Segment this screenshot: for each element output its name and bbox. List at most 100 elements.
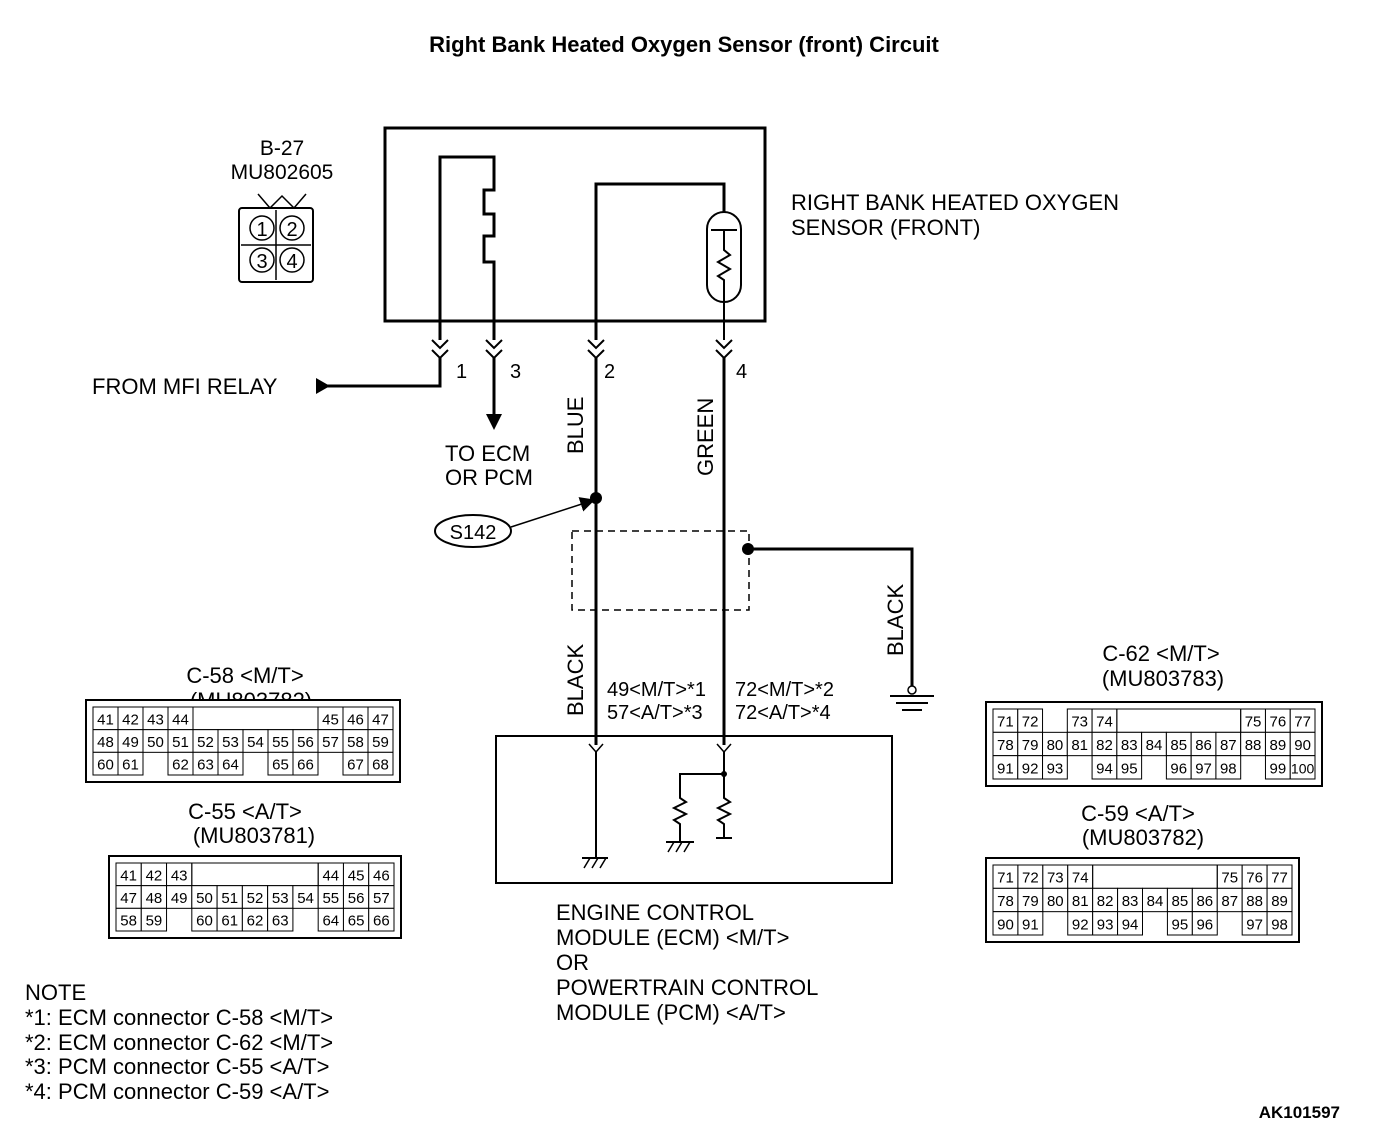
connector-cell [1117,911,1144,936]
connector-pin-number: 93 [1047,760,1064,777]
connector-pin-number: 72 [1022,714,1039,731]
connector-pin-number: 44 [322,867,339,884]
connector-pin-number: 49 [171,890,188,907]
to-ecm-arrow-icon [486,414,502,430]
connector-pin-number: 51 [221,890,238,907]
connector-pin-number: 94 [1096,760,1113,777]
connector-pin-number: 92 [1022,760,1039,777]
connector-pin-number: 86 [1195,737,1212,754]
connector-pin-number: 62 [172,757,189,774]
connector-pin-number: 59 [372,734,389,751]
connector-pin-number: 97 [1195,760,1212,777]
connector-pin-number: 41 [120,867,137,884]
ecm-label-line2: MODULE (ECM) <M/T> [556,925,789,950]
connector-pin-number: 74 [1096,714,1113,731]
connector-pin-1 [249,215,275,241]
sensor-pin-chevrons: 1 3 2 4 [431,339,747,383]
c62-name: C-62 <M/T> [1102,641,1219,666]
connector-pin-number: 100 [1291,760,1315,776]
connector-pin-number: 42 [122,711,139,728]
connector-pin-number: 65 [348,913,365,930]
connector-pin-number: 43 [147,711,164,728]
c58-name: C-58 <M/T> [186,663,303,688]
connector-pin-number: 99 [1270,760,1287,777]
connector-pin-number: 94 [1122,916,1139,933]
to-ecm-wire: TO ECM OR PCM [445,358,533,490]
ecm-terminal-left [588,743,604,754]
ecm-label-line1: ENGINE CONTROL [556,900,754,925]
connector-pin-number: 97 [1246,916,1263,933]
connector-pin-number: 68 [372,757,389,774]
connector-cell [1042,755,1068,780]
c59-part: (MU803782) [1082,825,1204,850]
note-3: *3: PCM connector C-55 <A/T> [25,1054,329,1079]
connector-pin-number: 76 [1246,870,1263,887]
connector-pin-number: 59 [146,913,163,930]
connector-pin-2-label: 2 [286,219,297,241]
chevron-pin-3 [485,339,503,360]
connector-pin-number: 54 [247,734,264,751]
black-wire-label-right: BLACK [883,584,908,656]
blue-wire-label: BLUE [563,397,588,454]
connector-pin-number: 84 [1147,893,1164,910]
connector-pin-number: 93 [1097,916,1114,933]
connector-pin-number: 83 [1121,737,1138,754]
connector-pin-number: 85 [1170,737,1187,754]
connector-pin-number: 60 [97,757,114,774]
ecm-internal-resistor-left [671,752,725,842]
connector-pin-number: 90 [1294,737,1311,754]
connector-pin-number: 78 [997,737,1014,754]
splice-badge [434,514,512,548]
ecm-ground-hatch [583,857,607,869]
connector-pin-number: 88 [1245,737,1262,754]
connector-pin-number: 60 [196,913,213,930]
pin-3-label: 3 [510,361,521,383]
figure-code: AK101597 [1259,1103,1340,1122]
connector-pin-number: 61 [122,757,139,774]
connector-pin-number: 92 [1072,916,1089,933]
connector-pin-4-label: 4 [286,251,297,273]
connector-pin-number: 79 [1022,893,1039,910]
connector-pin-number: 98 [1271,916,1288,933]
note-2: *2: ECM connector C-62 <M/T> [25,1030,333,1055]
connector-pin-number: 71 [997,714,1014,731]
connector-pin-number: 63 [272,913,289,930]
connector-pin-number: 54 [297,890,314,907]
shield-group: BLACK [571,530,934,711]
ecm-label-line4: POWERTRAIN CONTROL [556,975,818,1000]
connector-pin-number: 49 [122,734,139,751]
connector-pin-number: 89 [1270,737,1287,754]
connector-cell [217,751,244,776]
connector-pin-number: 41 [97,711,114,728]
diagram-title: Right Bank Heated Oxygen Sensor (front) … [429,32,939,57]
connector-cell [292,751,319,776]
connector-pin-number: 78 [997,893,1014,910]
connector-pin-number: 51 [172,734,189,751]
connector-pin-number: 58 [347,734,364,751]
connector-pin-4 [279,247,305,273]
connector-pin-number: 91 [997,760,1014,777]
connector-pin-number: 42 [146,867,163,884]
connector-pin-number: 50 [196,890,213,907]
connector-cell [367,751,394,776]
ecm-internal-resistor-right [715,774,733,838]
connector-cell [1289,755,1316,780]
black-wire-label-left: BLACK [563,644,588,716]
connector-pin-number: 50 [147,734,164,751]
connector-pin-number: 61 [221,913,238,930]
connector-pin-number: 55 [322,890,339,907]
connector-cell [267,907,294,932]
connector-pin-number: 47 [120,890,137,907]
connector-pin-number: 83 [1122,893,1139,910]
connector-pin-number: 75 [1245,714,1262,731]
connector-pin-number: 64 [322,913,339,930]
connector-pin-3-label: 3 [256,251,267,273]
connector-cell [117,751,144,776]
from-mfi-relay-label: FROM MFI RELAY [92,374,278,399]
connector-pin-number: 45 [348,867,365,884]
connector-cell [1017,911,1044,936]
connector-pin-number: 71 [997,870,1014,887]
